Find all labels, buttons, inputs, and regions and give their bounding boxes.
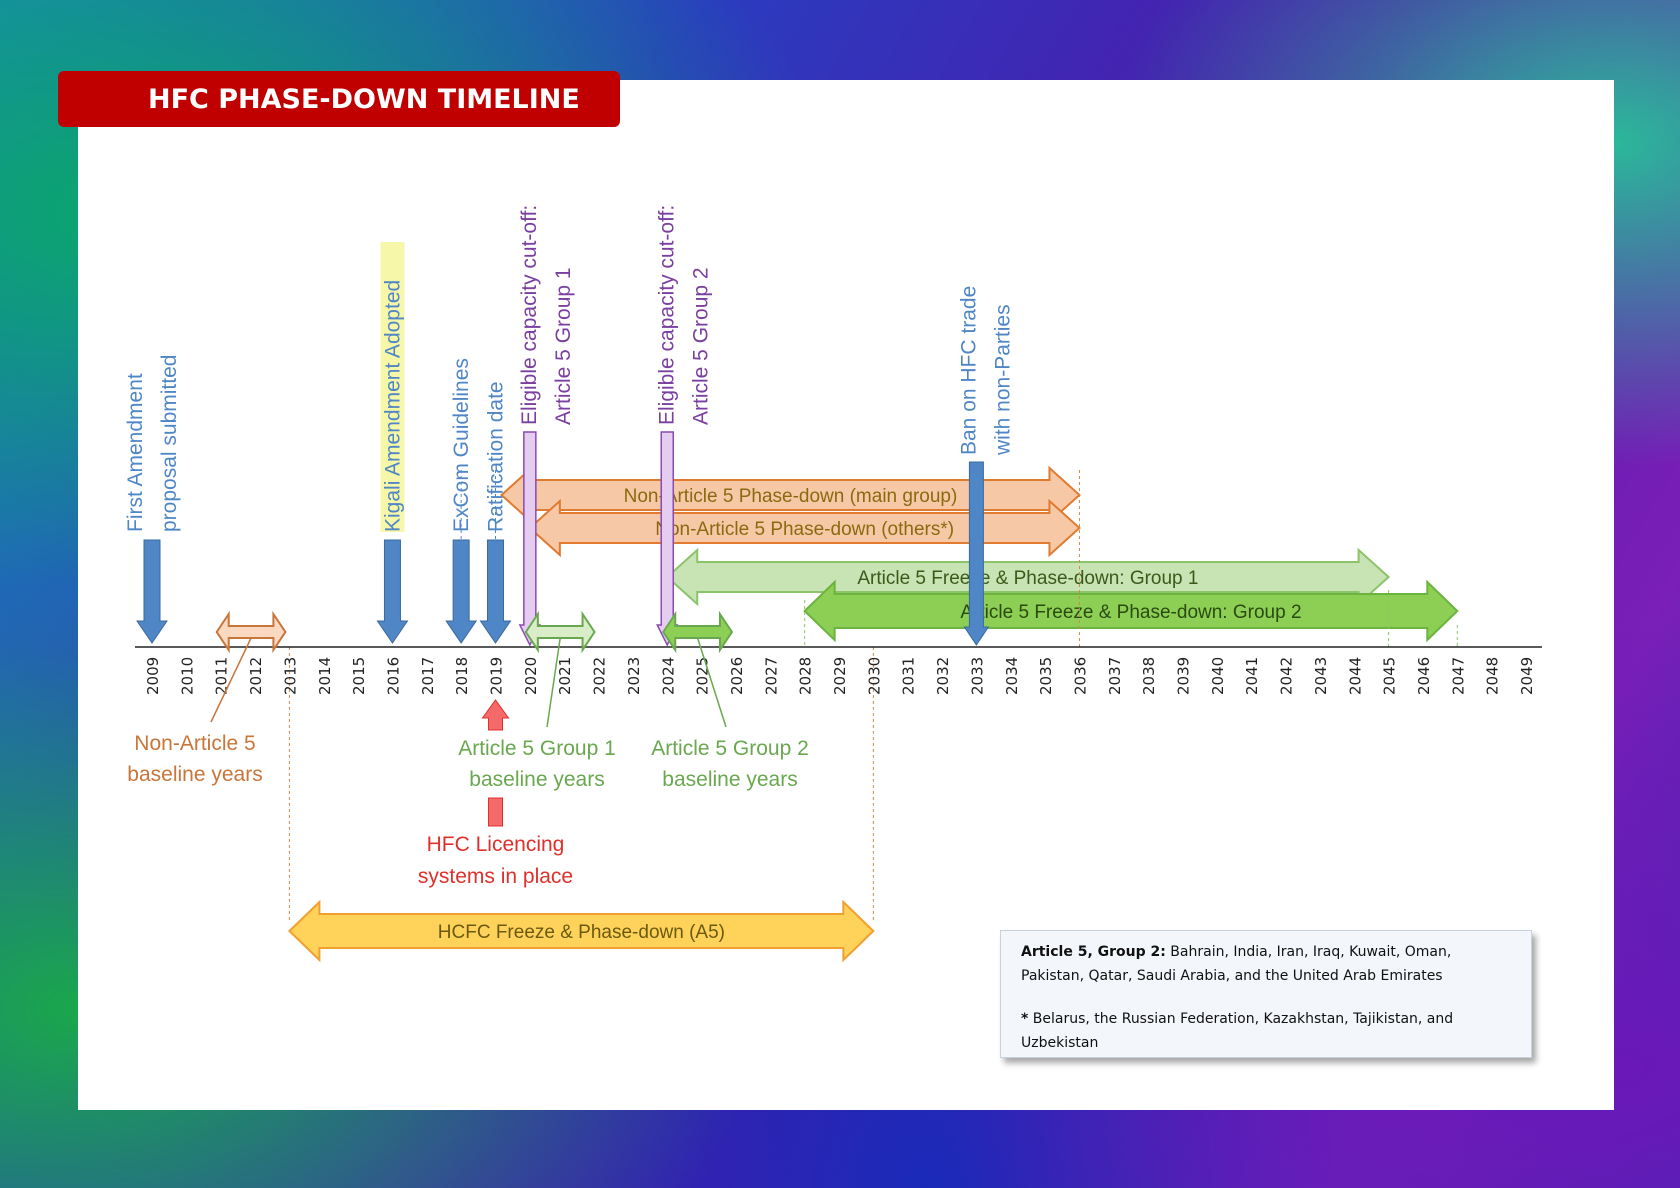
note-group2-label: Article 5, Group 2:	[1021, 944, 1166, 960]
year-tick-label: 2028	[797, 657, 815, 695]
year-tick-label: 2017	[419, 657, 437, 695]
event-label: Eligible capacity cut-off:	[655, 205, 678, 425]
year-tick-label: 2019	[488, 657, 506, 695]
event-arrow	[136, 539, 168, 644]
range-label: Non-Article 5 Phase-down (main group)	[624, 486, 958, 507]
year-tick-label: 2021	[556, 657, 574, 695]
range-arrow	[287, 899, 875, 963]
event-label: First Amendment	[124, 373, 147, 532]
year-tick-label: 2013	[281, 657, 299, 695]
ban-arrow	[963, 461, 990, 646]
event-arrow	[376, 539, 409, 644]
baseline-label: baseline years	[127, 763, 262, 786]
year-tick-label: 2034	[1003, 657, 1021, 695]
year-tick-label: 2022	[591, 657, 609, 695]
licencing-arrow-up	[481, 699, 510, 731]
year-tick-label: 2026	[728, 657, 746, 695]
event-label: ExCom Guidelines	[450, 358, 473, 532]
year-tick-label: 2036	[1071, 657, 1089, 695]
event-label: Article 5 Group 1	[552, 267, 575, 425]
year-tick-label: 2015	[350, 657, 368, 695]
year-tick-label: 2033	[968, 657, 986, 695]
year-tick-label: 2012	[247, 657, 265, 695]
note-group2: Article 5, Group 2: Bahrain, India, Iran…	[1021, 940, 1511, 988]
baseline-arrow	[662, 610, 734, 654]
year-tick-label: 2020	[522, 657, 540, 695]
range-label: Article 5 Freeze & Phase-down: Group 2	[960, 602, 1301, 623]
cutoff-arrow	[518, 431, 542, 647]
year-tick-label: 2027	[762, 657, 780, 695]
year-tick-label: 2018	[453, 657, 471, 695]
year-tick-label: 2048	[1484, 657, 1502, 695]
licencing-label: systems in place	[418, 865, 573, 888]
event-label: with non-Parties	[991, 304, 1014, 456]
year-tick-label: 2032	[934, 657, 952, 695]
year-tick-label: 2025	[694, 657, 712, 695]
year-tick-label: 2023	[625, 657, 643, 695]
year-tick-label: 2016	[384, 657, 402, 695]
event-label: Ban on HFC trade	[957, 286, 980, 455]
range-label: Non-Article 5 Phase-down (others*)	[655, 519, 954, 540]
note-group2-text: Bahrain, India, Iran, Iraq, Kuwait, Oman…	[1021, 944, 1452, 984]
year-tick-label: 2045	[1381, 657, 1399, 695]
year-tick-label: 2037	[1106, 657, 1124, 695]
notes-box: Article 5, Group 2: Bahrain, India, Iran…	[1000, 930, 1532, 1058]
event-label: Eligible capacity cut-off:	[518, 205, 541, 425]
year-tick-label: 2014	[316, 657, 334, 695]
baseline-arrow	[215, 610, 287, 654]
year-tick-label: 2044	[1346, 657, 1364, 695]
year-tick-label: 2009	[144, 657, 162, 695]
baseline-label: baseline years	[662, 768, 797, 791]
year-tick-label: 2011	[213, 657, 231, 695]
year-tick-label: 2038	[1140, 657, 1158, 695]
range-label: HCFC Freeze & Phase-down (A5)	[438, 922, 725, 943]
year-tick-label: 2049	[1518, 657, 1536, 695]
baseline-label: baseline years	[469, 768, 604, 791]
event-arrow	[479, 539, 512, 644]
event-label: Kigali Amendment Adopted	[381, 280, 404, 532]
year-tick-label: 2047	[1449, 657, 1467, 695]
year-tick-label: 2010	[178, 657, 196, 695]
baseline-label: Non-Article 5	[134, 732, 255, 755]
year-tick-label: 2031	[900, 657, 918, 695]
licencing-label: HFC Licencing	[427, 833, 565, 856]
range-label: Article 5 Freeze & Phase-down: Group 1	[857, 568, 1198, 589]
year-tick-label: 2041	[1243, 657, 1261, 695]
baseline-arrow	[524, 610, 596, 654]
year-tick-label: 2039	[1175, 657, 1193, 695]
note-others-text: Belarus, the Russian Federation, Kazakhs…	[1021, 1011, 1454, 1051]
baseline-label: Article 5 Group 1	[458, 737, 616, 760]
label-highlight	[380, 242, 405, 532]
baseline-connector	[546, 637, 561, 728]
year-tick-label: 2040	[1209, 657, 1227, 695]
event-label: proposal submitted	[158, 355, 181, 532]
range-arrow	[803, 579, 1459, 643]
year-tick-label: 2042	[1278, 657, 1296, 695]
event-label: Ratification date	[485, 381, 508, 532]
baseline-connector	[696, 637, 727, 728]
year-tick-label: 2046	[1415, 657, 1433, 695]
event-label: Article 5 Group 2	[689, 267, 712, 425]
range-arrow	[665, 547, 1391, 607]
licencing-bar	[488, 797, 503, 827]
page-title: HFC PHASE-DOWN TIMELINE	[58, 71, 620, 127]
note-others: * Belarus, the Russian Federation, Kazak…	[1021, 1007, 1511, 1055]
year-tick-label: 2043	[1312, 657, 1330, 695]
year-tick-label: 2029	[831, 657, 849, 695]
year-tick-label: 2030	[865, 657, 883, 695]
event-arrow	[445, 539, 478, 644]
baseline-label: Article 5 Group 2	[651, 737, 809, 760]
year-tick-label: 2024	[659, 657, 677, 695]
baseline-connector	[210, 637, 252, 723]
year-tick-label: 2035	[1037, 657, 1055, 695]
note-others-label: *	[1021, 1011, 1029, 1027]
